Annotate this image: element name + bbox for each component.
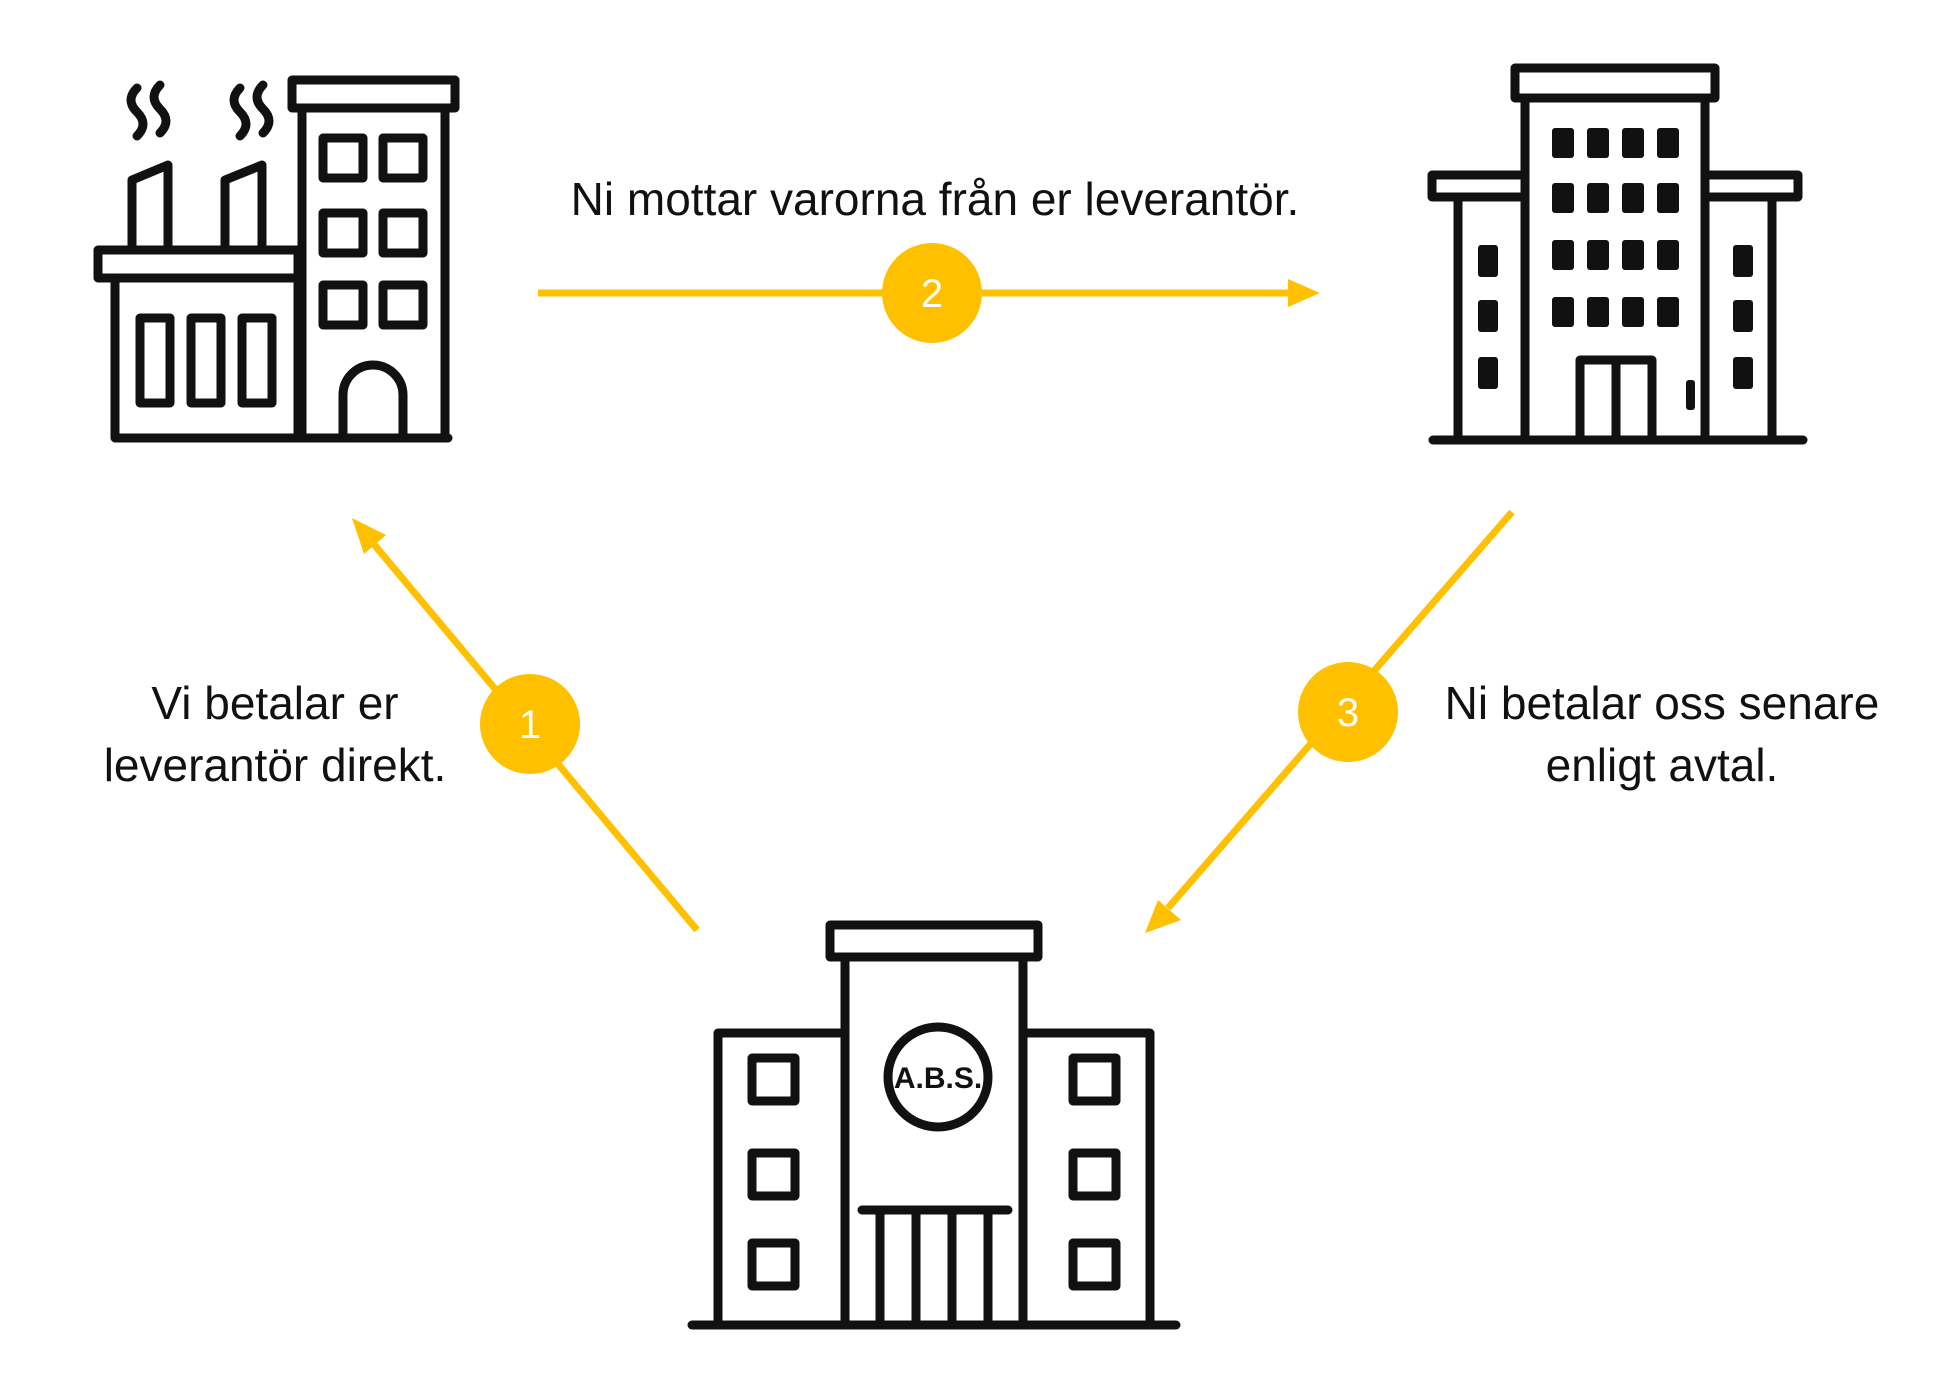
step-3-label-line: Ni betalar oss senare	[1444, 677, 1880, 729]
step-2-label-line: Ni mottar varorna från er leverantör.	[570, 173, 1300, 225]
step-badge-2: 2	[882, 243, 982, 343]
step-3-label: Ni betalar oss senare enligt avtal.	[1412, 672, 1912, 796]
svg-text:3: 3	[1337, 691, 1359, 735]
svg-text:1: 1	[519, 703, 541, 747]
step-badge-3: 3	[1298, 662, 1398, 762]
step-3-label-line: enligt avtal.	[1545, 739, 1779, 791]
step-1-label-line: Vi betalar er	[151, 677, 399, 729]
office-building-icon	[1427, 63, 1808, 445]
step-1-label: Vi betalar er leverantör direkt.	[40, 672, 510, 796]
svg-text:2: 2	[921, 272, 943, 316]
step-1-label-line: leverantör direkt.	[103, 739, 447, 791]
bank-building-icon	[687, 920, 1181, 1330]
step-2-label: Ni mottar varorna från er leverantör.	[510, 168, 1360, 230]
factory-icon	[93, 75, 460, 443]
abs-logo-text: A.B.S.	[894, 1062, 982, 1095]
step-badge-1: 1	[480, 674, 580, 774]
